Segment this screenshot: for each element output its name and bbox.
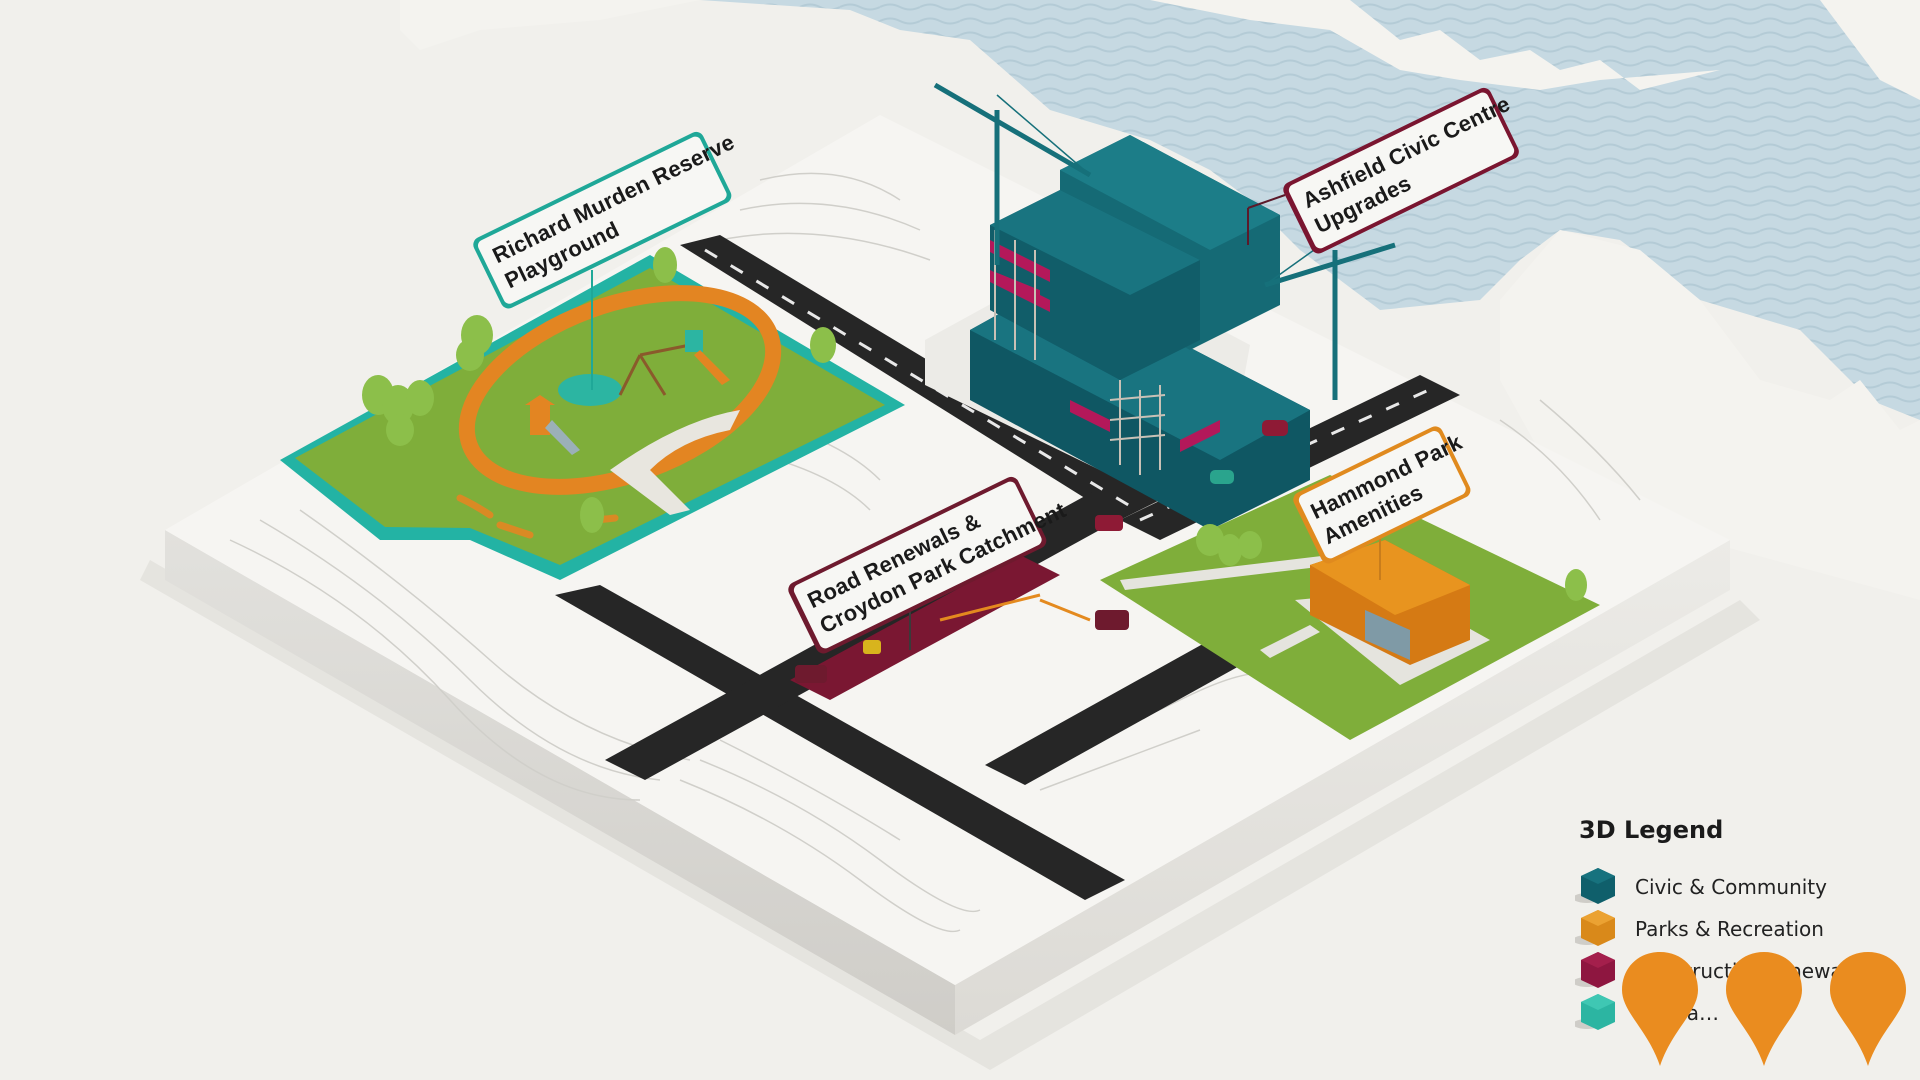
slab-right-side [955, 540, 1730, 1035]
map-pin-icon[interactable] [1724, 950, 1804, 1068]
park-hammond [1100, 475, 1600, 740]
slab-left-side [165, 530, 955, 1035]
legend-label: Parks & Recreation [1635, 917, 1824, 941]
map-pin-icon[interactable] [1620, 950, 1700, 1068]
park-richard-murden [280, 247, 905, 580]
teal-cube-icon [1575, 866, 1621, 908]
legend-title: 3D Legend [1579, 816, 1724, 844]
legend-item-parks: Parks & Recreation [1575, 908, 1905, 950]
civic-block [925, 82, 1396, 530]
map-pins [1620, 950, 1920, 1070]
water-body [400, 0, 1920, 420]
map-pin-icon[interactable] [1828, 950, 1908, 1068]
legend-label: Civic & Community [1635, 875, 1827, 899]
maroon-cube-icon [1575, 950, 1621, 992]
label-hammond-park[interactable]: Hammond Park Amenities [1291, 418, 1485, 566]
roadworks-equipment [795, 515, 1129, 683]
legend-item-civic: Civic & Community [1575, 866, 1905, 908]
orange-cube-icon [1575, 908, 1621, 950]
aqua-cube-icon [1575, 992, 1621, 1034]
